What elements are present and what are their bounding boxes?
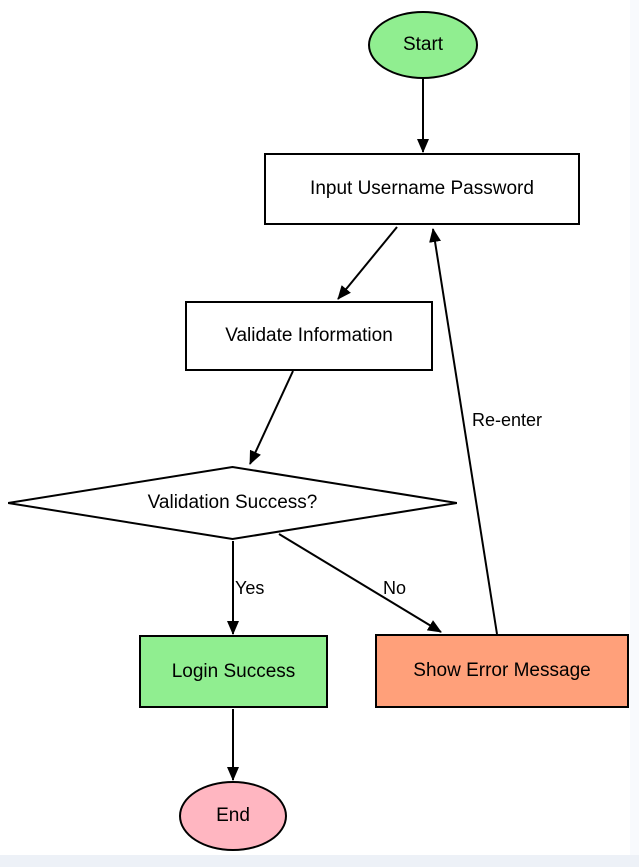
node-start-label: Start	[402, 34, 444, 56]
node-login-label: Login Success	[171, 660, 296, 682]
node-end: End	[179, 781, 287, 851]
node-end-label: End	[216, 805, 250, 827]
node-login-success: Login Success	[139, 635, 328, 708]
bottom-edge-strip	[0, 855, 639, 867]
node-error-label: Show Error Message	[413, 660, 591, 682]
edge-error-to-input	[429, 228, 498, 635]
edge-label-reenter: Re-enter	[472, 410, 542, 430]
node-input-username-password: Input Username Password	[264, 153, 580, 225]
edge-input-to-validate	[337, 226, 398, 300]
node-input-label: Input Username Password	[310, 178, 534, 200]
node-validate-label: Validate Information	[225, 325, 393, 347]
node-validate-information: Validate Information	[185, 301, 433, 371]
right-edge-strip	[630, 0, 639, 867]
node-decision-label: Validation Success?	[147, 492, 318, 514]
edge-decision-to-error	[278, 533, 442, 633]
node-start: Start	[368, 11, 478, 79]
edge-validate-to-decision	[249, 370, 294, 465]
edge-label-no: No	[383, 578, 406, 598]
decision-diamond-shape	[8, 466, 457, 540]
node-validation-success-decision: Validation Success?	[8, 466, 457, 540]
node-show-error-message: Show Error Message	[375, 634, 629, 708]
edge-label-yes: Yes	[235, 578, 264, 598]
